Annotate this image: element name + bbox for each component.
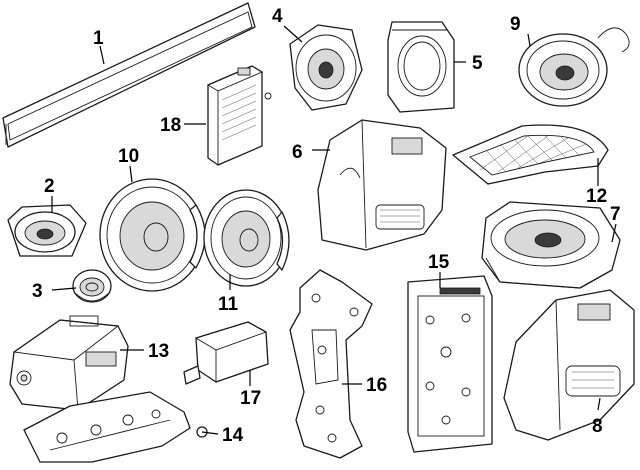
part-4-tweeter-housing[interactable] [289, 24, 363, 111]
callout-9: 9 [510, 14, 521, 35]
part-18-amplifier[interactable] [207, 65, 272, 166]
callout-numbers: 1 2 3 4 5 6 7 8 9 10 11 12 13 14 15 16 1… [32, 6, 621, 446]
leader-lines [51, 25, 617, 435]
callout-12: 12 [586, 186, 607, 207]
part-14-mounting-tray[interactable] [23, 391, 208, 463]
part-5-speaker-ring[interactable] [387, 21, 455, 113]
part-2-tweeter[interactable] [7, 204, 87, 257]
part-15-control-module[interactable] [407, 275, 493, 453]
callout-18: 18 [160, 115, 181, 136]
callout-4: 4 [272, 6, 283, 27]
part-16-bracket[interactable] [289, 269, 373, 459]
callout-1: 1 [93, 28, 104, 49]
part-9-speaker[interactable] [518, 27, 630, 107]
part-13-module[interactable] [9, 315, 129, 411]
part-17-control-box[interactable] [183, 321, 269, 385]
callout-13: 13 [148, 341, 169, 362]
callout-7: 7 [610, 204, 621, 225]
callout-3: 3 [32, 281, 43, 302]
callout-2: 2 [44, 176, 55, 197]
callout-17: 17 [240, 388, 261, 409]
callout-8: 8 [592, 416, 603, 437]
part-11-woofer[interactable] [203, 189, 290, 287]
part-3-small-tweeter[interactable] [72, 269, 112, 303]
callout-14: 14 [222, 425, 244, 446]
part-6-enclosure[interactable] [317, 119, 447, 251]
part-7-subwoofer[interactable] [481, 201, 621, 289]
callout-5: 5 [472, 53, 483, 74]
part-12-grille-cover[interactable] [452, 124, 609, 185]
part-8-large-enclosure[interactable] [503, 289, 635, 441]
callout-10: 10 [118, 146, 139, 167]
callout-6: 6 [292, 142, 303, 163]
part-1-grille-panel[interactable] [2, 2, 256, 148]
callout-16: 16 [366, 375, 387, 396]
callout-11: 11 [218, 294, 239, 315]
part-10-woofer[interactable] [99, 178, 206, 292]
callout-15: 15 [428, 252, 450, 273]
